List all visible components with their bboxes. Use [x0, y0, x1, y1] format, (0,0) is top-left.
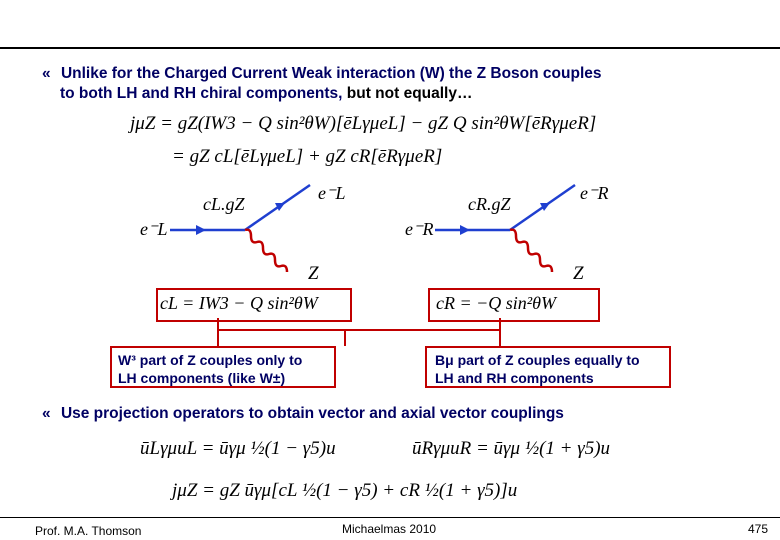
left-boson-label: Z	[308, 263, 319, 284]
note-left-line-1: W³ part of Z couples only to	[118, 352, 303, 368]
feynman-diagrams: e⁻L e⁻L cL.gZ Z e⁻R e⁻R cR.gZ Z	[140, 183, 609, 284]
coupling-box-right: cR = −Q sin²θW	[428, 288, 600, 322]
right-diagram: e⁻R e⁻R cR.gZ Z	[405, 183, 609, 284]
bullet-2-text: Use projection operators to obtain vecto…	[60, 405, 564, 422]
bullet-1-continuation: to both LH and RH chiral components, but…	[60, 84, 760, 104]
coupling-cl-equation: cL = IW3 − Q sin²θW	[160, 293, 318, 313]
footer-rule-left	[0, 517, 780, 518]
left-outgoing-arrow	[275, 203, 285, 211]
bullet-2: « Use projection operators to obtain vec…	[42, 404, 762, 424]
bullet-1-emphasis: but not equally…	[342, 85, 473, 102]
note-right-line-2: LH and RH components	[435, 370, 594, 386]
left-diagram: e⁻L e⁻L cL.gZ Z	[140, 183, 346, 284]
left-outgoing-label: e⁻L	[318, 183, 346, 203]
equation-neutral-current-2: = gZ cL[ēLγμeL] + gZ cR[ēRγμeR]	[172, 146, 443, 167]
equation-neutral-current-1: jμZ = gZ(IW3 − Q sin²θW)[ēLγμeL] − gZ Q …	[130, 113, 597, 134]
connector-lines	[217, 318, 501, 346]
coupling-box-left: cL = IW3 − Q sin²θW	[156, 288, 352, 322]
left-vertex-label: cL.gZ	[203, 194, 246, 214]
bullet-star-icon: «	[42, 65, 51, 82]
bullet-1: « Unlike for the Charged Current Weak in…	[42, 64, 742, 84]
equation-final-current: jμZ = gZ ūγμ[cL ½(1 − γ5) + cR ½(1 + γ5)…	[172, 480, 518, 501]
right-boson-label: Z	[573, 263, 584, 284]
note-right-line-1: Bμ part of Z couples equally to	[435, 352, 640, 368]
bullet-1-line-2: to both LH and RH chiral components,	[60, 85, 343, 102]
left-incoming-label: e⁻L	[140, 219, 168, 239]
top-rule	[0, 47, 780, 49]
bullet-1-line-1: Unlike for the Charged Current Weak inte…	[60, 65, 602, 82]
footer-term: Michaelmas 2010	[342, 522, 437, 536]
footer-author: Prof. M.A. Thomson	[35, 524, 142, 538]
left-z-boson-wiggle	[244, 228, 289, 273]
right-z-boson-wiggle	[509, 228, 554, 273]
bullet-star-icon: «	[42, 405, 51, 422]
page-number: 475	[748, 522, 769, 536]
right-vertex-label: cR.gZ	[468, 194, 511, 214]
note-box-right: Bμ part of Z couples equally to LH and R…	[425, 346, 671, 388]
left-incoming-arrow	[196, 225, 206, 235]
equation-projection-right: ūRγμuR = ūγμ ½(1 + γ5)u	[412, 438, 611, 459]
connector-path	[217, 318, 501, 346]
right-outgoing-label: e⁻R	[580, 183, 609, 203]
coupling-cr-equation: cR = −Q sin²θW	[436, 293, 557, 313]
note-box-left: W³ part of Z couples only to LH componen…	[110, 346, 336, 388]
note-left-line-2: LH components (like W±)	[118, 370, 286, 386]
equation-projection-left: ūLγμuL = ūγμ ½(1 − γ5)u	[140, 438, 336, 459]
right-outgoing-arrow	[540, 203, 550, 211]
right-incoming-label: e⁻R	[405, 219, 434, 239]
right-incoming-arrow	[460, 225, 470, 235]
